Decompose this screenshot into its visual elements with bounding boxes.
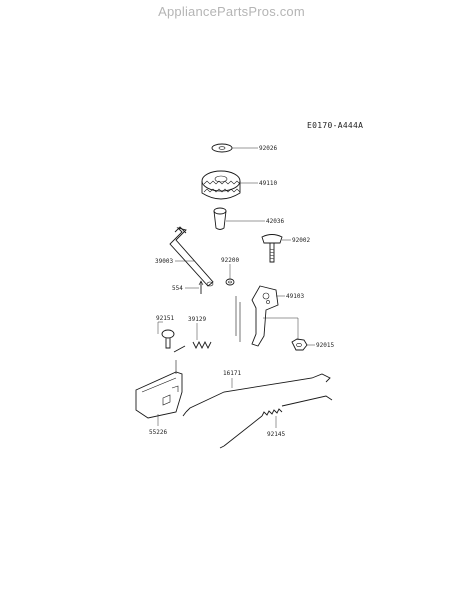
part-nut-92015[interactable]: [291, 338, 315, 351]
part-sleeve-42036[interactable]: [213, 207, 265, 230]
label-42036: 42036: [266, 218, 284, 225]
part-washer-92200[interactable]: [225, 264, 235, 286]
label-554: 554: [172, 285, 183, 292]
part-bracket-55226[interactable]: [135, 360, 183, 426]
part-spring-39129[interactable]: [173, 323, 212, 353]
part-governor-lever-49103[interactable]: [235, 285, 299, 347]
part-bolt-92002[interactable]: [261, 234, 291, 263]
label-92145: 92145: [267, 431, 285, 438]
label-92026: 92026: [259, 145, 277, 152]
part-governor-shaft-39003[interactable]: [169, 226, 214, 287]
part-governor-gear-49110[interactable]: [201, 170, 258, 200]
label-49103: 49103: [286, 293, 304, 300]
label-92151: 92151: [156, 315, 174, 322]
label-92002: 92002: [292, 237, 310, 244]
diagram-code: E0170-A444A: [307, 121, 364, 130]
label-49110: 49110: [259, 180, 277, 187]
part-rod-16171[interactable]: [182, 373, 331, 417]
part-pin-554[interactable]: [185, 280, 204, 294]
label-92015: 92015: [316, 342, 334, 349]
label-92200: 92200: [221, 257, 239, 264]
part-spring-92145[interactable]: [219, 395, 333, 449]
label-16171: 16171: [223, 370, 241, 377]
part-washer-92026[interactable]: [211, 143, 258, 153]
label-39129: 39129: [188, 316, 206, 323]
label-55226: 55226: [149, 429, 167, 436]
site-watermark: AppliancePartsPros.com: [158, 4, 305, 19]
label-39003: 39003: [155, 258, 173, 265]
part-screw-92151[interactable]: [157, 321, 175, 349]
